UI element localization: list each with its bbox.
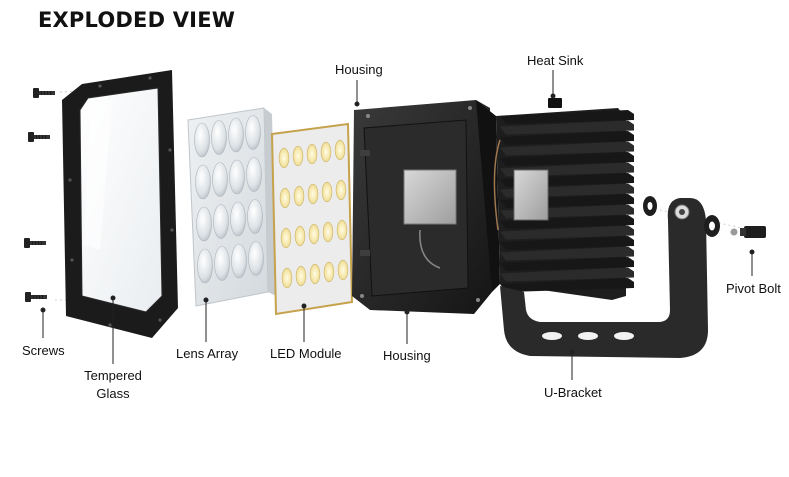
heat-sink-fin: [500, 267, 634, 282]
led-chip: [295, 265, 307, 287]
led-chip: [280, 227, 292, 249]
screw: [28, 132, 50, 142]
screw: [33, 88, 55, 98]
heat-sink-fin: [500, 152, 634, 166]
label-tempered-glass: Tempered Glass: [80, 367, 146, 403]
lens-dome: [213, 204, 229, 239]
led-chip: [309, 263, 321, 285]
lens-dome: [228, 117, 244, 153]
heat-sink-fin: [500, 225, 634, 240]
leader-lines: [40, 70, 755, 380]
led-chip: [279, 187, 291, 209]
heat-sink-fin: [500, 141, 634, 156]
heat-sink: [493, 98, 634, 300]
heat-sink-fin: [500, 110, 634, 124]
led-chip: [336, 219, 348, 241]
label-lens-array: Lens Array: [176, 346, 239, 361]
led-chip: [334, 139, 346, 161]
led-chip: [281, 267, 293, 289]
lens-dome: [229, 159, 245, 195]
led-module: [270, 122, 354, 316]
u-bracket: [500, 198, 708, 358]
diagram-title: EXPLODED VIEW: [38, 8, 236, 32]
label-tempered-glass-line1: Tempered: [84, 368, 142, 383]
housing: [352, 100, 500, 314]
lens-array: [187, 107, 276, 307]
heat-sink-fin: [500, 131, 634, 145]
led-chip: [308, 223, 320, 245]
led-chip: [337, 259, 349, 281]
lens-dome: [246, 157, 262, 192]
screw: [25, 292, 47, 302]
lens-dome: [196, 206, 212, 242]
heat-sink-fin: [500, 120, 634, 135]
lens-dome: [194, 122, 210, 158]
tempered-glass-frame: [62, 70, 178, 338]
led-chip: [323, 261, 335, 283]
lens-dome: [245, 115, 261, 150]
led-chip: [293, 185, 305, 207]
lens-dome: [247, 199, 263, 234]
led-chip: [321, 181, 333, 203]
label-screws: Screws: [22, 343, 65, 358]
pivot-bolt-parts: [643, 196, 766, 238]
screw: [24, 238, 46, 248]
label-tempered-glass-line2: Glass: [96, 386, 130, 401]
led-chips: [278, 139, 349, 289]
led-chip: [278, 147, 290, 169]
label-housing-bottom: Housing: [383, 348, 431, 363]
lens-dome: [230, 201, 246, 237]
heat-sink-fin: [500, 278, 634, 292]
lens-dome: [214, 246, 230, 281]
label-pivot-bolt: Pivot Bolt: [726, 281, 781, 296]
lens-dome: [231, 243, 247, 279]
led-chip: [322, 221, 334, 243]
lens-dome: [212, 162, 228, 197]
lens-dome: [248, 241, 264, 276]
led-chip: [335, 179, 347, 201]
label-housing-top: Housing: [335, 62, 383, 77]
lens-dome: [197, 248, 213, 284]
led-chip: [320, 141, 332, 163]
led-chip: [294, 225, 306, 247]
heat-sink-fin: [500, 246, 634, 261]
led-chip: [292, 145, 304, 167]
lens-dome: [195, 164, 211, 200]
lens-domes: [194, 115, 264, 284]
heat-sink-fin: [500, 257, 634, 271]
heat-sink-fin: [500, 236, 634, 250]
led-chip: [306, 143, 318, 165]
label-u-bracket: U-Bracket: [544, 385, 602, 400]
led-chip: [307, 183, 319, 205]
screws-group: [24, 88, 55, 302]
label-led-module: LED Module: [270, 346, 342, 361]
label-heat-sink: Heat Sink: [527, 53, 584, 68]
heat-sink-fin: [500, 215, 634, 229]
lens-dome: [211, 120, 227, 155]
